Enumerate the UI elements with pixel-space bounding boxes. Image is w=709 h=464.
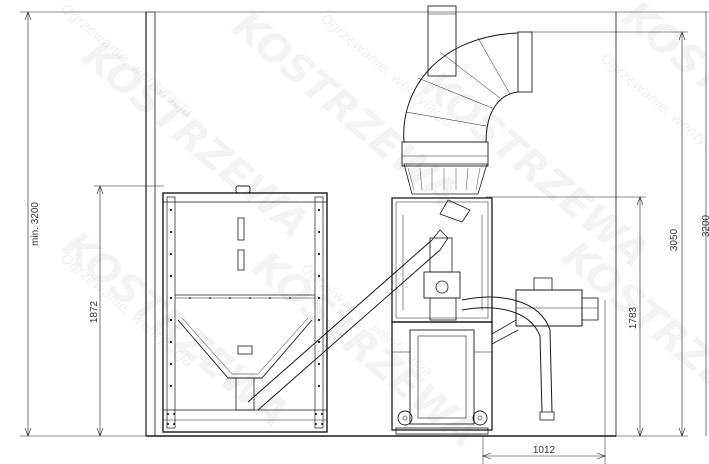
dimension-label-1783: 1783 bbox=[628, 306, 639, 329]
dimension-side-width: 1012 bbox=[482, 300, 606, 464]
dimension-label-3050: 3050 bbox=[669, 228, 680, 251]
dimension-label-1012: 1012 bbox=[533, 445, 556, 456]
boiler-unit bbox=[391, 5, 533, 435]
dimension-label-3200-right: 3200 bbox=[701, 214, 709, 237]
watermark: KOSTRZEWA KOSTRZEWA KOSTRZEWA KOSTRZEWA … bbox=[54, 0, 709, 457]
dimension-stack-height: 3050 bbox=[530, 31, 688, 437]
feeder-auger bbox=[247, 229, 449, 411]
dimension-room-height: min. 3200 bbox=[20, 11, 146, 437]
dimension-label-min-3200: min. 3200 bbox=[30, 202, 41, 246]
dimension-hopper-height: 1872 bbox=[89, 185, 164, 437]
dimension-right-edge: 3200 bbox=[616, 11, 709, 436]
dimension-burner-height: 1783 bbox=[486, 196, 646, 437]
room-outline bbox=[145, 11, 617, 437]
fuel-hopper bbox=[162, 185, 328, 433]
watermark-brand-6: KOSTRZEWA bbox=[244, 242, 488, 457]
dimension-label-1872: 1872 bbox=[89, 300, 100, 323]
side-burner bbox=[461, 277, 599, 421]
